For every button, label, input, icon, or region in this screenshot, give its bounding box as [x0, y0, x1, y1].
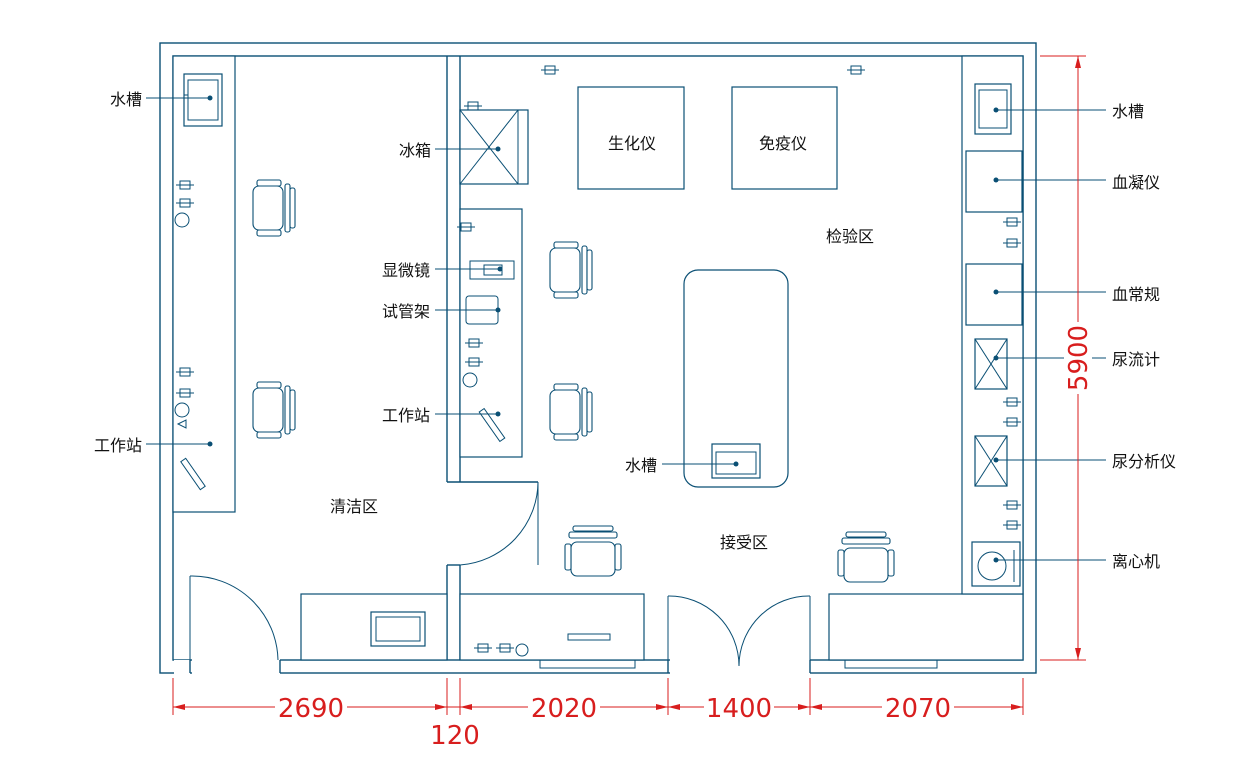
dim-2070: 2070 [885, 694, 951, 724]
chair [837, 531, 895, 583]
label-microscope: 显微镜 [382, 261, 430, 280]
biochem-analyzer [577, 86, 685, 190]
immuno-analyzer [731, 86, 838, 190]
label-urine-analyzer: 尿分析仪 [1112, 452, 1176, 471]
label-sink-island: 水槽 [625, 456, 657, 475]
zone-testing: 检验区 [826, 227, 874, 246]
fridge [459, 101, 529, 185]
bottom-counter-right [828, 593, 1024, 661]
label-workstation-mid: 工作站 [382, 406, 430, 425]
label-blood-routine: 血常规 [1112, 285, 1160, 304]
dim-2020: 2020 [531, 694, 597, 724]
bottom-counter-left [300, 593, 448, 661]
label-centrifuge: 离心机 [1112, 552, 1160, 571]
door-left [189, 575, 279, 661]
chair [252, 179, 296, 237]
dim-1400: 1400 [706, 694, 772, 724]
label-immuno: 免疫仪 [759, 134, 807, 153]
label-biochem: 生化仪 [608, 134, 656, 153]
label-workstation-left: 工作站 [94, 436, 142, 455]
dim-5900: 5900 [1064, 325, 1094, 391]
label-urine-flow: 尿流计 [1112, 350, 1160, 369]
bottom-counter-mid [459, 593, 645, 661]
left-bench [172, 55, 236, 513]
center-island [683, 269, 789, 488]
dim-120: 120 [430, 721, 480, 751]
label-sink-left: 水槽 [110, 90, 142, 109]
label-fridge: 冰箱 [399, 141, 431, 160]
chair [549, 241, 593, 299]
chair [564, 525, 622, 577]
label-coagulation: 血凝仪 [1112, 173, 1160, 192]
chair [252, 381, 296, 439]
label-tube-rack: 试管架 [382, 302, 430, 321]
door-double [667, 595, 811, 667]
label-sink-right: 水槽 [1112, 102, 1144, 121]
right-bench [961, 55, 1024, 595]
mid-bench [456, 208, 523, 458]
dim-2690: 2690 [278, 694, 344, 724]
zone-reception: 接受区 [720, 533, 768, 552]
zone-cleaning: 清洁区 [330, 497, 378, 516]
chair [549, 383, 593, 441]
dimension-vertical [1040, 55, 1092, 661]
